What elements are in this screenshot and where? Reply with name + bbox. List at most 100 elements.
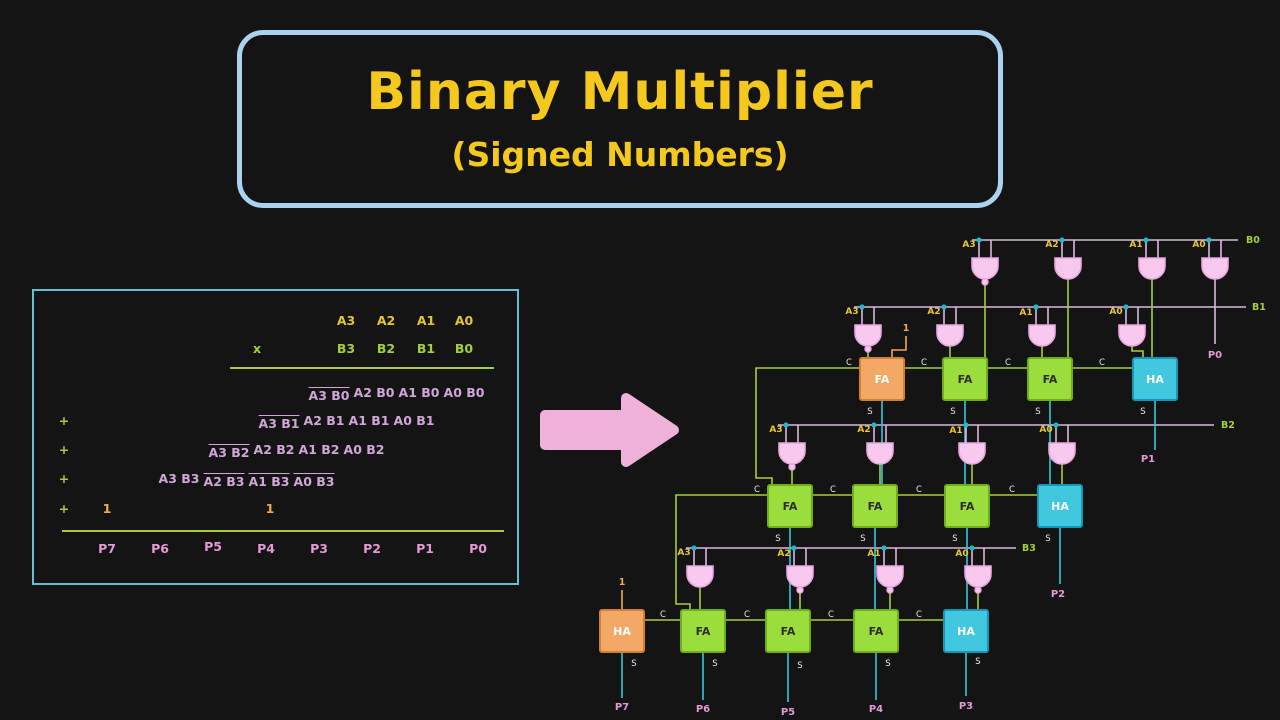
junction-dot	[969, 545, 975, 551]
half-adder-r1	[1132, 357, 1178, 401]
partial-product: A1 B3	[248, 473, 290, 489]
adder-label: HA	[613, 625, 631, 638]
output-label: P6	[696, 704, 710, 715]
carry-wire	[675, 494, 768, 610]
junction-dot	[963, 422, 969, 428]
wire-label: S	[1140, 407, 1145, 417]
adder-label: FA	[868, 500, 883, 513]
nand-bubble-icon	[981, 278, 989, 286]
multiplicand-bit: A2	[376, 313, 396, 328]
wire-label: S	[775, 534, 780, 544]
carry-wire	[755, 367, 860, 485]
output-label: P1	[1141, 454, 1155, 465]
adder-label: FA	[958, 373, 973, 386]
a-input-label: A0	[1039, 425, 1052, 435]
title-box: Binary Multiplier (Signed Numbers)	[237, 30, 1003, 208]
wire-label: C	[830, 485, 836, 495]
full-adder-r3-3	[853, 609, 899, 653]
multiplier-bit: B1	[416, 341, 436, 356]
and-gate-a3b3	[686, 565, 714, 588]
and-gate-a2b2	[866, 442, 894, 465]
product-bit: P2	[363, 541, 381, 556]
wire-label: C	[660, 610, 666, 620]
nand-gate-a1b3	[876, 565, 904, 588]
wire-label: S	[952, 534, 957, 544]
full-adder-r2-2	[852, 484, 898, 528]
wire-label: S	[975, 657, 980, 667]
output-label: P5	[781, 707, 795, 718]
junction-dot	[871, 422, 877, 428]
adder-label: HA	[1146, 373, 1164, 386]
output-label: P3	[959, 701, 973, 712]
wire-label: S	[712, 659, 717, 669]
wire-label: C	[1099, 358, 1105, 368]
a-input-label: A2	[927, 307, 940, 317]
a-input-label: A1	[949, 426, 962, 436]
product-bit: P1	[416, 541, 434, 556]
junction-dot	[1059, 237, 1065, 243]
adder-label: FA	[696, 625, 711, 638]
adder-label: HA	[1051, 500, 1069, 513]
output-label: P2	[1051, 589, 1065, 600]
wire-label: S	[950, 407, 955, 417]
wire-label: S	[797, 661, 802, 671]
adder-label: FA	[781, 625, 796, 638]
partial-product: A3 B3	[158, 471, 200, 486]
adder-label: HA	[957, 625, 975, 638]
product-bit: P7	[98, 541, 116, 556]
junction-dot	[791, 545, 797, 551]
half-adder-r3-orange	[599, 609, 645, 653]
and-gate-a1b1	[1028, 324, 1056, 347]
partial-product: A0 B2	[343, 442, 385, 457]
wire-label: C	[1005, 358, 1011, 368]
partial-product: A2 B3	[203, 473, 245, 489]
b-input-label: B1	[1252, 302, 1266, 313]
full-adder-r3-2	[765, 609, 811, 653]
multiplier-bit: B2	[376, 341, 396, 356]
main-title: Binary Multiplier	[366, 61, 874, 122]
b-input-label: B3	[1022, 543, 1036, 554]
product-bit: P6	[151, 541, 169, 556]
and-gate-a1b0	[1138, 257, 1166, 280]
partial-product: A1 B0	[398, 385, 440, 400]
partial-product: A2 B0	[353, 385, 395, 400]
wire-label: S	[1045, 534, 1050, 544]
nand-gate-a0b3	[964, 565, 992, 588]
product-bit: P5	[204, 539, 222, 554]
plus-sign: +	[58, 413, 70, 428]
a-input-label: A1	[1019, 308, 1032, 318]
a-input-label: A2	[857, 425, 870, 435]
multiplicand-bit: A0	[454, 313, 474, 328]
junction-dot	[881, 545, 887, 551]
wire-label: C	[744, 610, 750, 620]
wire	[1131, 346, 1144, 358]
product-bit: P3	[310, 541, 328, 556]
junction-dot	[1143, 237, 1149, 243]
junction-dot	[1053, 422, 1059, 428]
wire-label: S	[1035, 407, 1040, 417]
and-gate-a2b1	[936, 324, 964, 347]
partial-product: A3 B2	[208, 444, 250, 460]
one-wire	[891, 336, 907, 358]
wire-label: S	[631, 659, 636, 669]
a-input-label: A0	[1192, 240, 1205, 250]
partial-product: A1 B2	[298, 442, 340, 457]
subtitle: (Signed Numbers)	[451, 135, 789, 175]
and-gate-a0b2	[1048, 442, 1076, 465]
full-adder-r1-2	[942, 357, 988, 401]
constant-one-label: 1	[903, 323, 910, 334]
half-adder-r3	[943, 609, 989, 653]
plus-sign: +	[58, 501, 70, 516]
arrow-right-icon	[540, 393, 679, 467]
multiplier-bit: B0	[454, 341, 474, 356]
constant-one-label: 1	[619, 577, 626, 588]
partial-product: A0 B1	[393, 413, 435, 428]
product-bit: P4	[257, 541, 275, 556]
and-gate-a0b0	[1201, 257, 1229, 280]
full-adder-r2-3	[944, 484, 990, 528]
a-input-label: A3	[677, 548, 690, 558]
adder-label: FA	[869, 625, 884, 638]
junction-dot	[1123, 304, 1129, 310]
output-label: P0	[1208, 350, 1222, 361]
